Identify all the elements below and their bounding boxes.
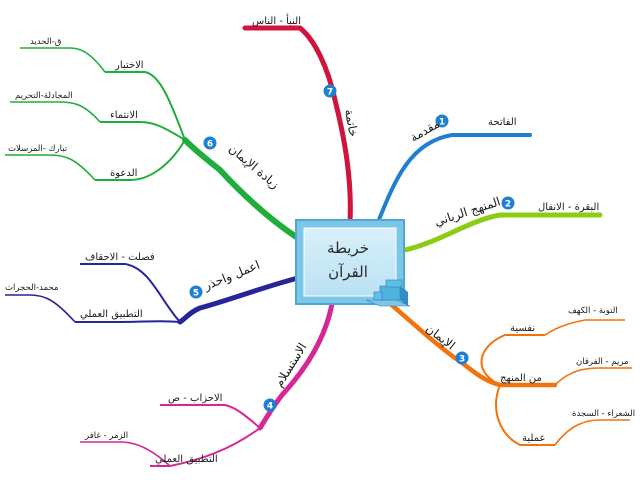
leaf-sublabel[interactable]: الزمر - غافر	[84, 431, 128, 441]
sub-connector	[160, 404, 261, 429]
leaf-sublabel[interactable]: الشعراء - السجدة	[572, 409, 635, 419]
stairs-icon	[365, 279, 411, 307]
center-screen	[303, 227, 397, 297]
sub-connector	[495, 384, 555, 446]
leaf-label[interactable]: الفاتحة	[488, 117, 517, 128]
leaf-label[interactable]: الانتماء	[110, 110, 138, 121]
branch-aamal[interactable]: 5 اعمل واحذر فصلت - الاحقاف التطبيق العم…	[5, 252, 301, 325]
leaf-label[interactable]: من المنهج	[500, 373, 542, 384]
number-badge	[263, 398, 277, 412]
leaf-sublabel[interactable]: تبارك -المرسلات	[8, 144, 68, 154]
branch-khatima[interactable]: 7 خاتمة النبأ - الناس	[242, 13, 361, 225]
leaf-label[interactable]: الدعوة	[110, 168, 137, 179]
number-badge-text: 3	[459, 355, 465, 365]
sub-connector	[80, 263, 181, 323]
branch-title: اعمل واحذر	[201, 258, 262, 294]
leaf-label[interactable]: فصلت - الاحقاف	[85, 252, 155, 263]
sub-connector	[480, 334, 545, 386]
center-node[interactable]: خريطة القرآن	[295, 219, 411, 307]
branch-manhaj[interactable]: 2 المنهج الرباني البقرة - الانفال	[402, 194, 603, 253]
number-badge-text: 6	[207, 140, 213, 150]
number-badge	[323, 84, 337, 98]
number-badge-text: 4	[267, 402, 273, 412]
number-badge-text: 7	[327, 88, 333, 98]
center-title-line1: خريطة	[327, 239, 369, 257]
leaf-sublabel[interactable]: محمد-الحجرات	[5, 283, 58, 293]
sub-connector	[554, 367, 632, 386]
number-badge-text: 1	[439, 118, 445, 128]
leaf-label[interactable]: التطبيق العملي	[80, 309, 143, 320]
branch-connector	[385, 299, 558, 388]
number-badge	[435, 114, 449, 128]
leaf-sublabel[interactable]: التوبة - الكهف	[568, 306, 618, 316]
leaf-label[interactable]: نفسية	[510, 323, 535, 334]
branch-ziyada[interactable]: 6 زيادة الإيمان الاختبار ق-الحديد الانتم…	[5, 37, 301, 241]
number-badge	[203, 136, 217, 150]
branch-istislam[interactable]: 4 الاستسلام الاحزاب - ص التطبيق العملي ا…	[80, 301, 335, 467]
leaf-sublabel[interactable]: المجادلة-التحريم	[15, 91, 73, 101]
number-badge	[189, 285, 203, 299]
branch-connector	[402, 212, 603, 253]
sub-connector	[100, 121, 186, 141]
sub-connector	[20, 47, 106, 73]
leaf-label[interactable]: النبأ - الناس	[252, 13, 301, 27]
number-badge-text: 2	[505, 200, 511, 210]
branch-title: خاتمة	[342, 108, 361, 138]
sub-connector	[80, 441, 171, 467]
number-badge-text: 5	[193, 289, 199, 299]
leaf-sublabel[interactable]: مريم - الفرقان	[576, 357, 629, 367]
center-title-line2: القرآن	[328, 263, 368, 281]
leaf-label[interactable]: عملية	[522, 433, 545, 444]
sub-connector	[554, 419, 630, 446]
branch-connector	[177, 275, 301, 325]
number-badge	[455, 351, 469, 365]
sub-connector	[95, 139, 186, 181]
sub-connector	[150, 427, 261, 467]
branch-connector	[257, 301, 335, 431]
leaf-label[interactable]: الاختبار	[114, 60, 144, 71]
leaf-label[interactable]: التطبيق العملي	[155, 454, 218, 465]
leaf-sublabel[interactable]: ق-الحديد	[30, 37, 61, 47]
number-badge	[501, 196, 515, 210]
sub-connector	[5, 294, 76, 323]
sub-connector	[75, 320, 181, 323]
branch-iman[interactable]: 3 الإيمان نفسية التوبة - الكهف من المنهج…	[385, 299, 635, 446]
leaf-label[interactable]: الاحزاب - ص	[168, 393, 222, 404]
branch-connector	[242, 25, 353, 225]
sub-connector	[5, 154, 96, 181]
sub-connector	[10, 101, 101, 123]
branch-connector	[182, 137, 301, 241]
sub-connector	[105, 71, 186, 141]
leaf-label[interactable]: البقرة - الانفال	[538, 202, 599, 213]
sub-connector	[544, 319, 625, 336]
branch-connector	[376, 133, 532, 224]
